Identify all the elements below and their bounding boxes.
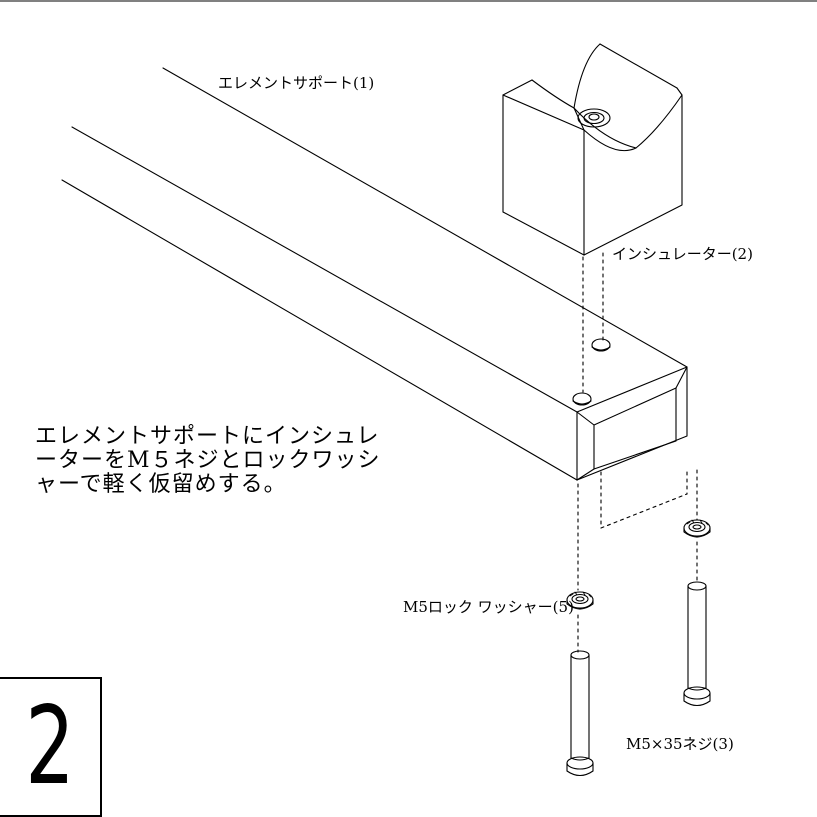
assembly-guide-lines (577, 252, 698, 653)
element-support-part (61, 67, 688, 481)
element-support-label: エレメントサポート(1) (218, 74, 375, 92)
instruction-line: ーターをM５ネジとロックワッシ (35, 448, 381, 473)
assembly-instruction: エレメントサポートにインシュレ ーターをM５ネジとロックワッシ ャーで軽く仮留め… (35, 425, 381, 497)
step-number-box: 2 (0, 677, 102, 817)
insulator-part (502, 43, 683, 256)
screw-part (566, 650, 594, 777)
lock-washer-label: M5ロック ワッシャー(5) (403, 598, 574, 616)
step-number: 2 (25, 684, 75, 809)
insulator-label: インシュレーター(2) (612, 245, 753, 263)
instruction-line: ャーで軽く仮留めする。 (35, 472, 287, 497)
instruction-line: エレメントサポートにインシュレ (35, 424, 380, 449)
screw-part-2 (683, 581, 711, 707)
screw-label: M5×35ネジ(3) (626, 735, 734, 753)
lock-washer-part-2 (683, 519, 711, 538)
lock-washer-part (566, 591, 594, 610)
